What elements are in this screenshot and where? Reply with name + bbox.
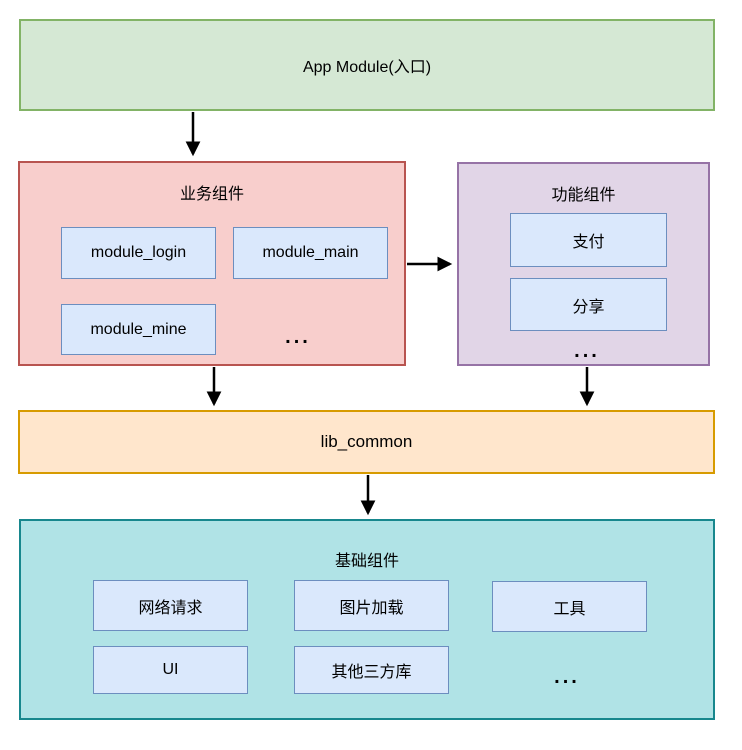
feature-share-label: 分享 (572, 298, 605, 316)
base-ui-label: UI (162, 661, 179, 678)
node-feature-share: 分享 (510, 278, 667, 331)
base-ellipsis: ... (554, 666, 580, 688)
feature-ellipsis: ... (574, 340, 600, 362)
module-login-label: module_login (90, 244, 187, 261)
node-module-login: module_login (61, 227, 216, 279)
node-business-group: 业务组件 module_login module_main module_min… (18, 161, 406, 366)
feature-group-title: 功能组件 (551, 187, 616, 204)
node-base-group: 基础组件 网络请求 图片加载 工具 UI 其他三方库 ... (19, 519, 715, 720)
node-base-ui: UI (93, 646, 248, 694)
base-group-title: 基础组件 (334, 553, 399, 570)
node-module-mine: module_mine (61, 304, 216, 355)
app-module-label: App Module(入口) (302, 59, 432, 76)
node-base-network: 网络请求 (93, 580, 248, 631)
base-tools-label: 工具 (553, 600, 586, 618)
feature-pay-label: 支付 (572, 234, 605, 251)
node-app-module: App Module(入口) (19, 19, 715, 111)
node-base-third-party: 其他三方库 (294, 646, 449, 694)
module-mine-label: module_mine (90, 320, 187, 338)
base-network-label: 网络请求 (138, 599, 203, 617)
lib-common-label: lib_common (320, 432, 413, 451)
business-group-title: 业务组件 (179, 186, 244, 203)
node-lib-common: lib_common (18, 410, 715, 474)
base-third-party-label: 其他三方库 (331, 664, 412, 681)
node-base-image-loading: 图片加载 (294, 580, 449, 631)
base-image-loading-label: 图片加载 (339, 599, 404, 617)
business-ellipsis: ... (285, 326, 311, 348)
node-feature-pay: 支付 (510, 213, 667, 267)
module-main-label: module_main (262, 244, 359, 261)
node-module-main: module_main (233, 227, 388, 279)
node-base-tools: 工具 (492, 581, 647, 632)
node-feature-group: 功能组件 支付 分享 ... (457, 162, 710, 366)
